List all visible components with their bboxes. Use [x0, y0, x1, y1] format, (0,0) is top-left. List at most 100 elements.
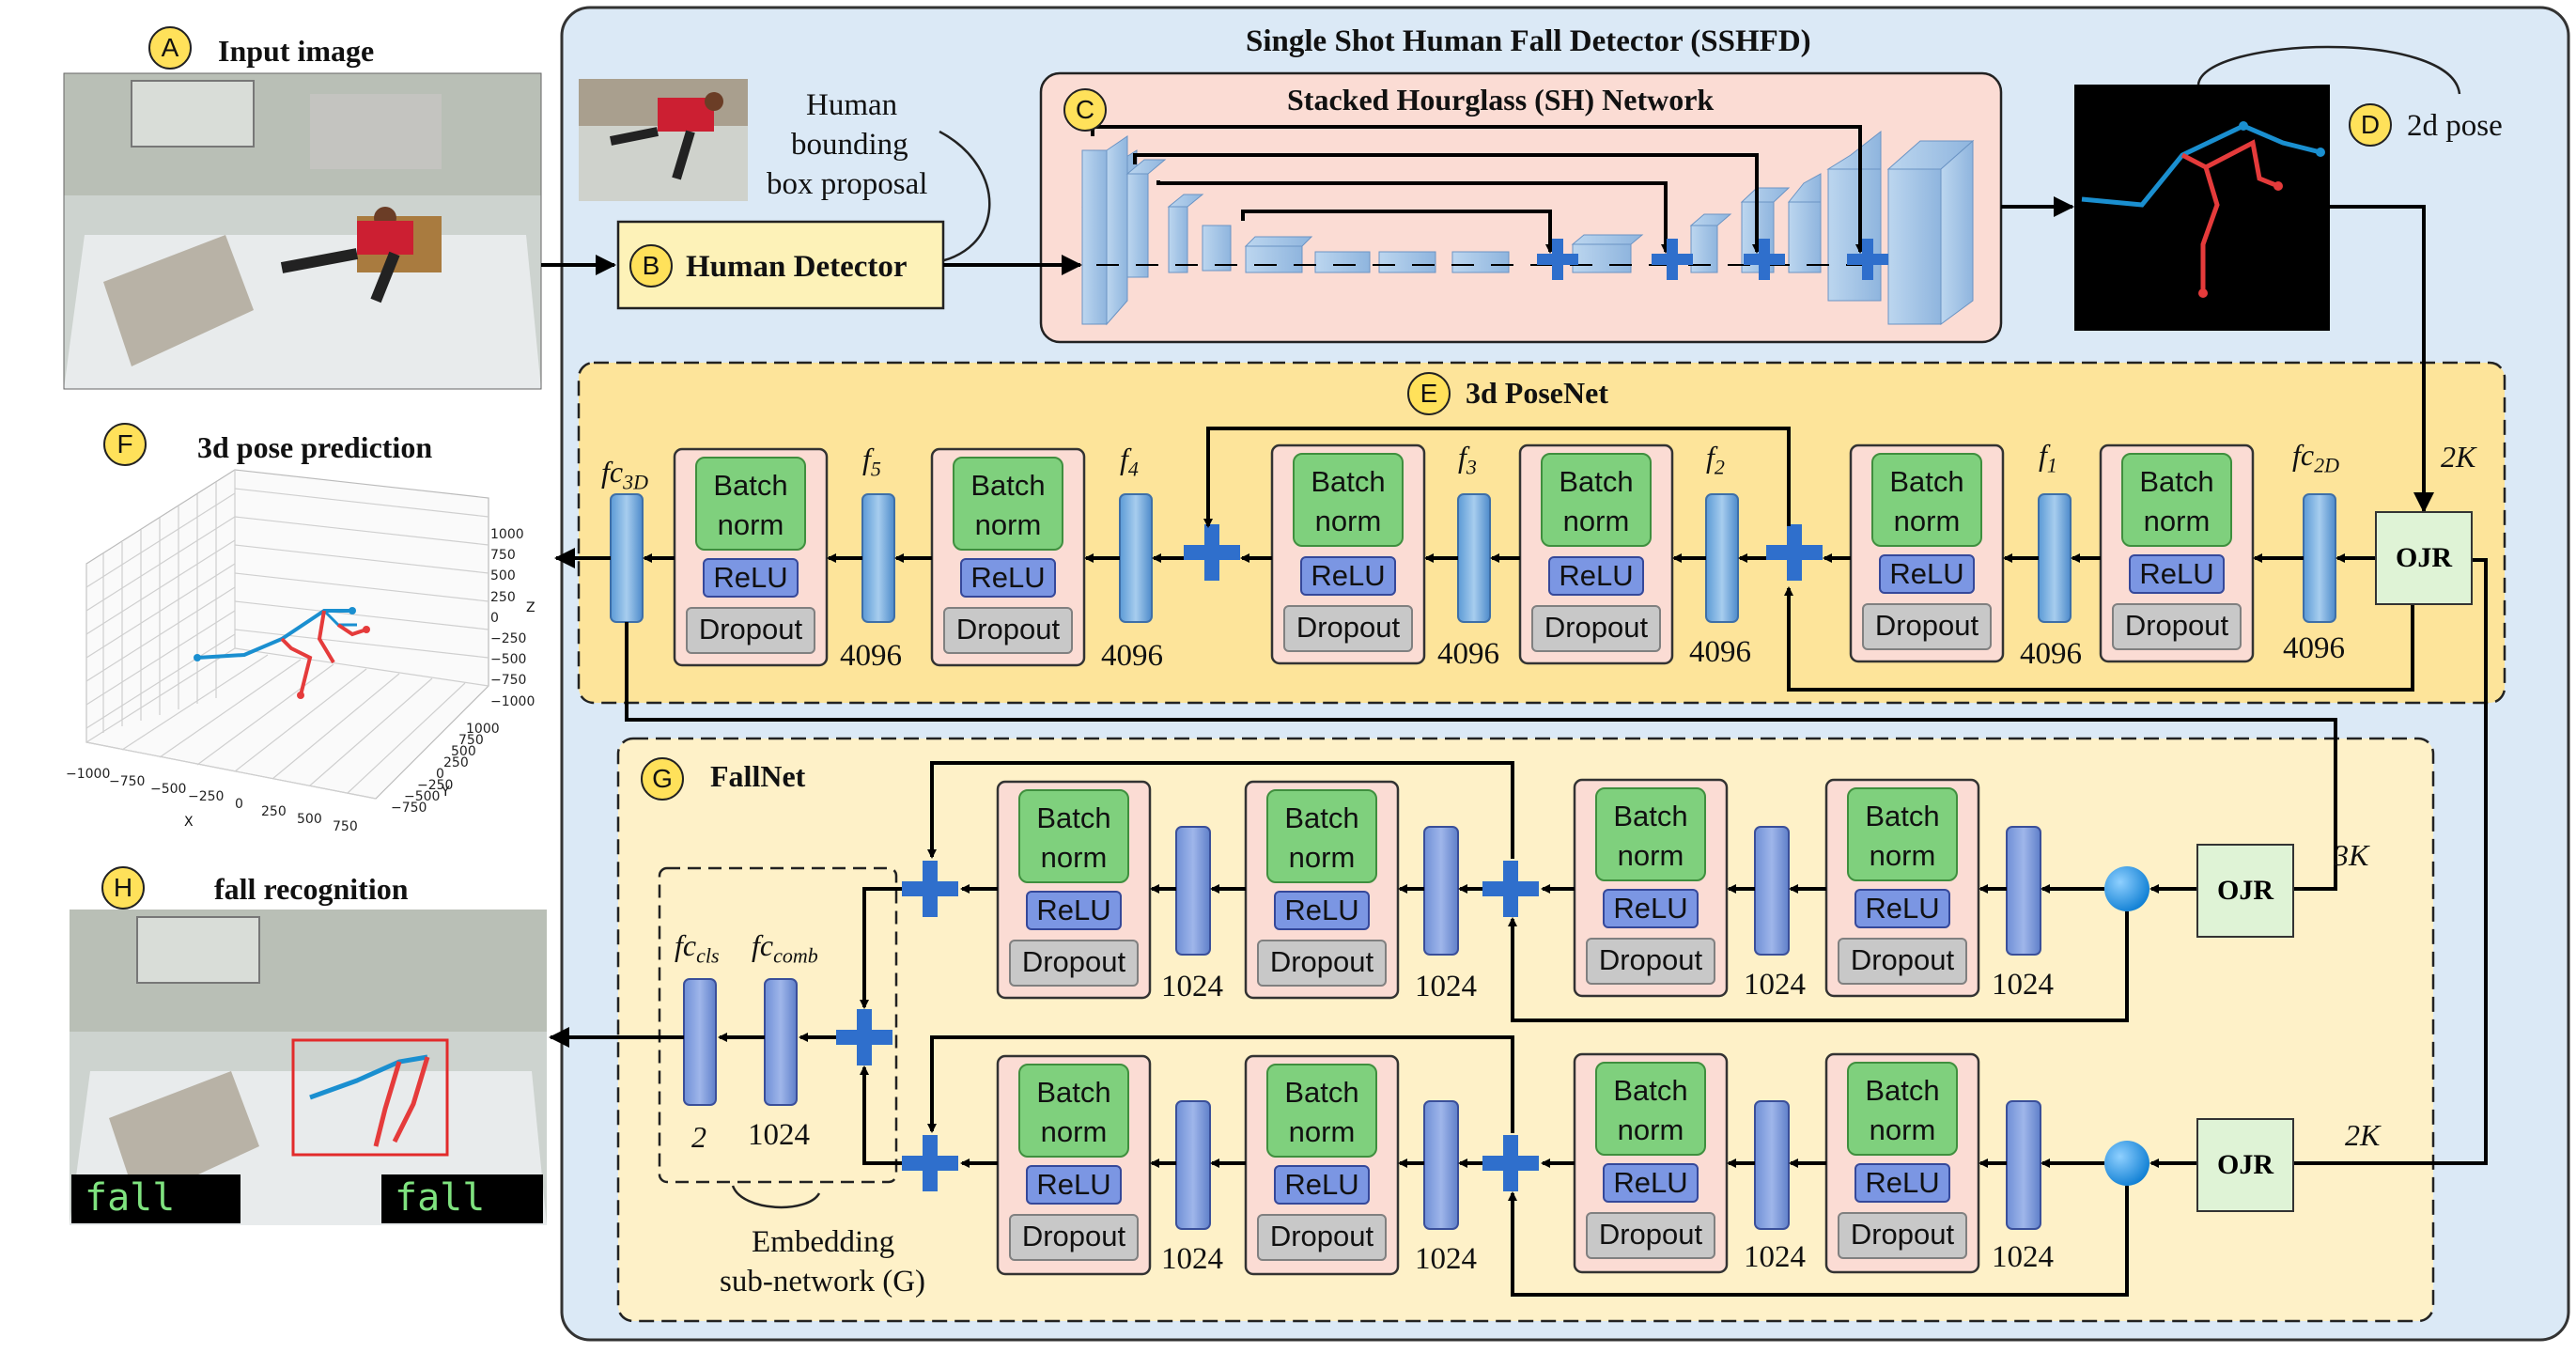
embedding-subnetwork [658, 866, 898, 1184]
fall-recognition-title: fall recognition [214, 872, 409, 906]
k2-label-fallnet: 2K [2345, 1118, 2381, 1152]
x-axis-label: X [184, 815, 194, 830]
z-tick: 250 [490, 589, 516, 605]
embedding-label-1: Embedding [752, 1225, 895, 1259]
dropout-tile: Dropout [1586, 938, 1715, 985]
z-tick: 750 [490, 548, 516, 564]
width-fc2d: 4096 [2283, 631, 2345, 665]
pose3d-title: 3d pose prediction [197, 430, 433, 464]
human-detector-label: Human Detector [686, 250, 908, 284]
width-bottom-3: 1024 [1744, 1240, 1806, 1274]
x-tick: 750 [333, 819, 358, 834]
badge-d: D [2349, 103, 2392, 147]
comb-width: 1024 [748, 1118, 810, 1152]
width-bottom-2: 1024 [1415, 1242, 1477, 1276]
ojr-posenet: OJR [2375, 511, 2473, 605]
width-f1: 4096 [2020, 637, 2082, 671]
width-bottom-4: 1024 [1992, 1240, 2054, 1274]
y-tick: −750 [391, 801, 427, 816]
f3-label: f3 [1458, 440, 1477, 479]
badge-b: B [629, 244, 673, 288]
fc-comb-label: fccomb [752, 928, 818, 968]
cls-width: 2 [691, 1120, 706, 1154]
k3-label: 3K [2334, 838, 2369, 872]
pose3d-plot [85, 469, 489, 800]
y-tick: 250 [443, 755, 469, 770]
embedding-curve [731, 1185, 821, 1209]
plus-nodes [836, 524, 1823, 1191]
badge-h: H [101, 866, 145, 910]
dropout-tile: Dropout [1862, 603, 1992, 650]
x-tick: −250 [188, 789, 225, 804]
connections [541, 196, 2488, 1297]
dropout-tile: Dropout [1531, 605, 1661, 652]
badge-e: E [1407, 372, 1451, 415]
fallnet-title: FallNet [710, 759, 806, 793]
relu-tile: ReLU [1854, 889, 1950, 928]
dropout-tile: Dropout [1257, 940, 1387, 987]
pose3d-x-ticks: −1000 −750 −500 −250 0 250 500 750 [66, 763, 376, 838]
hourglass-title: Stacked Hourglass (SH) Network [1287, 83, 1715, 117]
z-tick: 500 [490, 568, 516, 584]
input-image-title: Input image [218, 34, 375, 68]
proposal-line-2: bounding [791, 128, 908, 162]
fc3d-label: fc3D [601, 455, 648, 494]
relu-tile: ReLU [1026, 891, 1122, 930]
relu-tile: ReLU [960, 558, 1056, 598]
x-tick: −1000 [66, 767, 111, 782]
relu-tile: ReLU [1603, 889, 1699, 928]
x-tick: 250 [261, 804, 287, 819]
y-tick: −250 [417, 778, 454, 793]
dropout-tile: Dropout [943, 607, 1073, 654]
dropout-tile: Dropout [1283, 605, 1413, 652]
relu-tile: ReLU [1879, 554, 1975, 594]
dropout-tile: Dropout [1838, 938, 1967, 985]
relu-tile: ReLU [2129, 554, 2225, 594]
z-tick: −1000 [490, 693, 535, 709]
pose3d-y-ticks: 1000 750 500 250 0 −250 −500 −750 [376, 722, 507, 825]
dropout-tile: Dropout [1586, 1212, 1715, 1259]
relu-tile: ReLU [1026, 1165, 1122, 1205]
human-crop-thumbnail [579, 79, 748, 201]
z-tick: −750 [490, 673, 527, 689]
y-tick: −500 [404, 789, 441, 804]
relu-tile: ReLU [1603, 1163, 1699, 1203]
width-bottom-1: 1024 [1161, 1242, 1223, 1276]
relu-tile: ReLU [1274, 891, 1370, 930]
input-image [63, 72, 542, 390]
width-f4: 4096 [1101, 639, 1163, 673]
badge-c: C [1063, 88, 1107, 132]
posenet-title: 3d PoseNet [1466, 376, 1608, 410]
relu-tile: ReLU [703, 558, 799, 598]
x-tick: −500 [150, 782, 187, 797]
width-f5: 4096 [840, 639, 902, 673]
fallnet-fc-bars [683, 826, 2041, 1230]
badge-g: G [641, 757, 684, 801]
ojr-fallnet-bottom: OJR [2196, 1118, 2294, 1212]
fallnet-top-concat-node [2104, 866, 2149, 911]
system-title: Single Shot Human Fall Detector (SSHFD) [1246, 24, 1811, 58]
hourglass-plus-nodes [1537, 239, 1888, 280]
width-top-4: 1024 [1992, 968, 2054, 1002]
fallnet-bottom-concat-node [2104, 1141, 2149, 1186]
dropout-tile: Dropout [1257, 1214, 1387, 1261]
proposal-line-3: box proposal [767, 167, 928, 201]
badge-a: A [148, 26, 192, 70]
relu-tile: ReLU [1854, 1163, 1950, 1203]
y-axis-label: Y [442, 785, 450, 800]
width-top-1: 1024 [1161, 970, 1223, 1003]
